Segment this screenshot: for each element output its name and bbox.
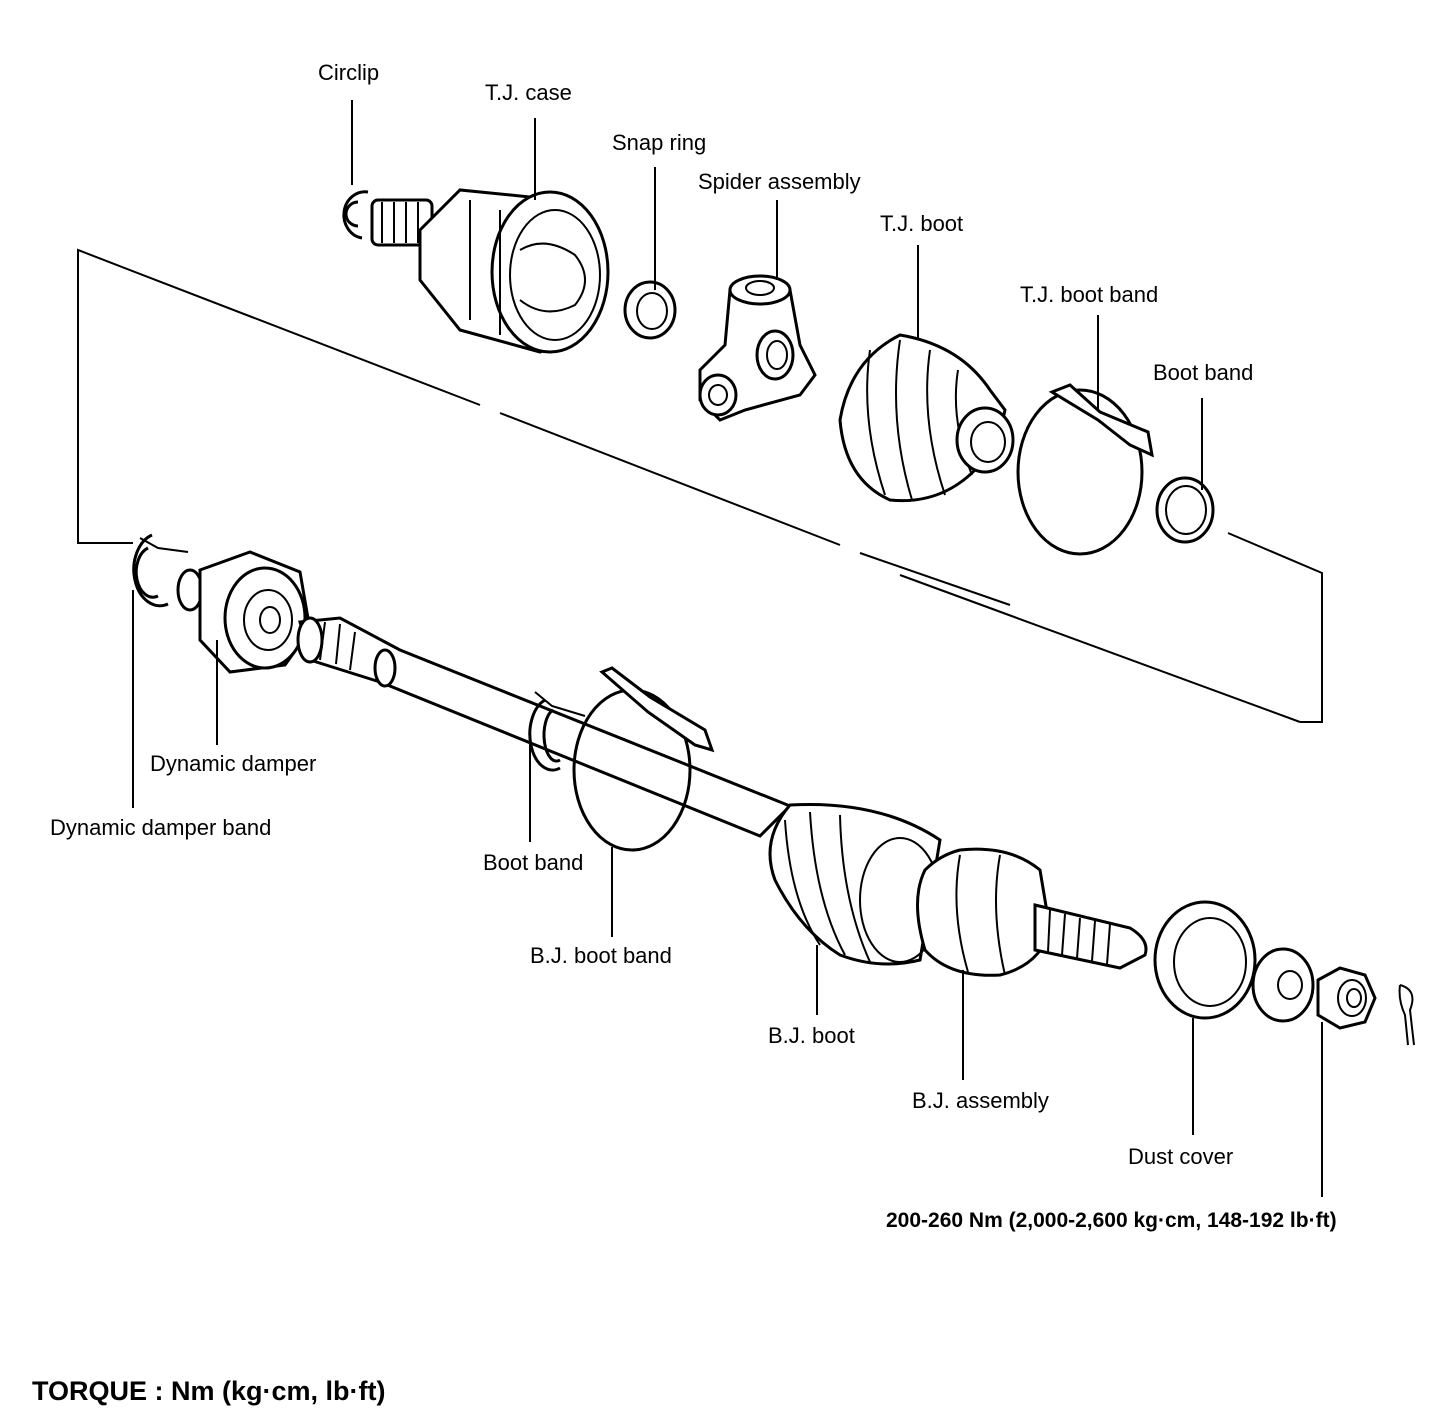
assembly-bracket-frame [77,248,1323,723]
label-tj-case: T.J. case [485,80,572,105]
label-tj-boot: T.J. boot [880,211,964,236]
spider-assembly-part [698,274,817,422]
label-dust-cover: Dust cover [1128,1144,1234,1169]
snap-ring-part [623,280,677,340]
tj-boot-part [838,333,1015,503]
tj-case-part [370,188,610,354]
label-boot-band-bottom: Boot band [483,850,584,875]
dynamic-damper-band-part [132,533,189,608]
label-boot-band-top: Boot band [1153,360,1254,385]
torque-units-title: TORQUE : Nm (kg·cm, lb·ft) [32,1376,386,1406]
label-dynamic-damper-band: Dynamic damper band [50,815,272,840]
label-bj-assembly: B.J. assembly [912,1088,1049,1113]
bj-boot-band-part [572,666,715,852]
tj-boot-band-part [1016,383,1154,556]
label-snap-ring: Snap ring [612,130,707,155]
label-circlip: Circlip [318,60,380,85]
label-tj-boot-band: T.J. boot band [1020,282,1159,307]
boot-band-top-part [1155,476,1215,544]
label-bj-boot: B.J. boot [768,1023,855,1048]
bj-boot-part [768,802,942,966]
nut-part [1316,966,1377,1030]
label-bj-boot-band: B.J. boot band [530,943,672,968]
bj-assembly-part [916,847,1148,977]
label-spider-assembly: Spider assembly [698,169,861,194]
washer-part [1251,947,1315,1023]
cotter-pin-part [1398,984,1415,1046]
label-leader-lines [132,100,1323,1197]
label-nut-torque: 200-260 Nm (2,000-2,600 kg·cm, 148-192 l… [886,1209,1337,1232]
circlip-part [342,190,369,240]
dynamic-damper-part [176,550,312,674]
boot-band-bottom-part [528,691,586,772]
dust-cover-part [1153,900,1257,1020]
label-dynamic-damper: Dynamic damper [150,751,317,776]
